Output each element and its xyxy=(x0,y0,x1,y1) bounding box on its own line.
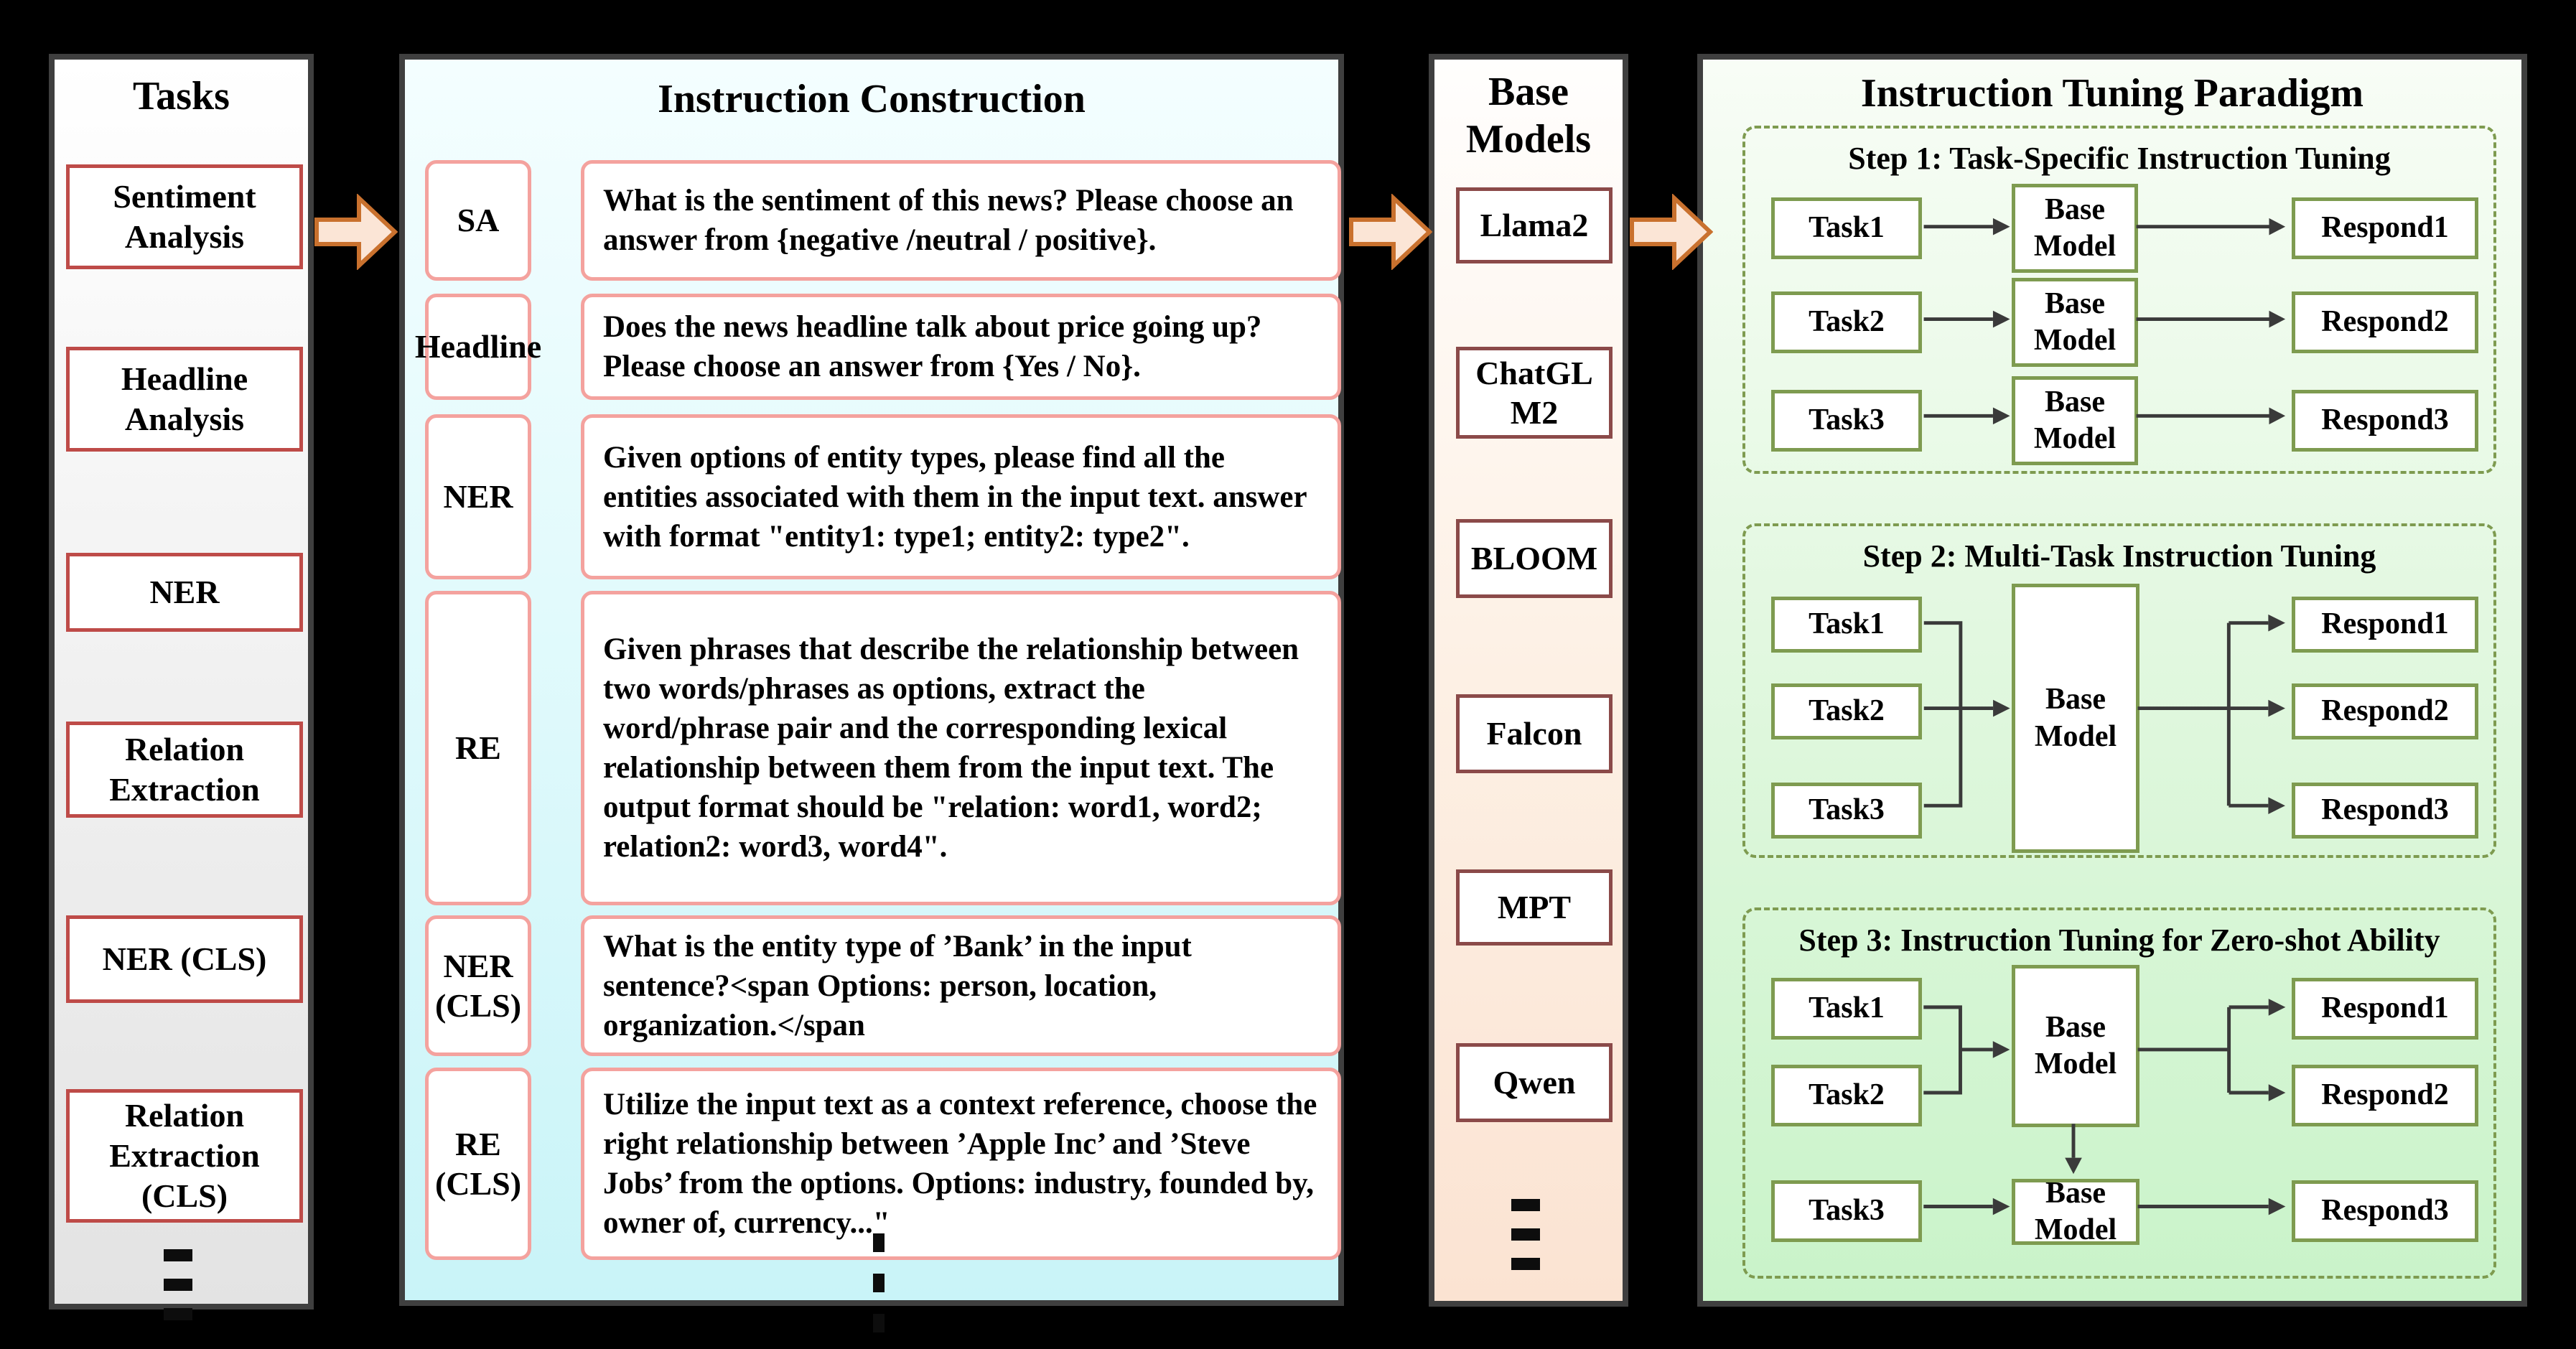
task-item-headline-analysis: Headline Analysis xyxy=(66,347,303,452)
step2-base-model-box: Base Model xyxy=(2012,584,2139,853)
step3-task2-box: Task2 xyxy=(1771,1065,1922,1126)
instruction-construction-panel: Instruction Construction SA What is the … xyxy=(399,54,1344,1332)
step3-task1-box: Task1 xyxy=(1771,978,1922,1040)
step2-respond1-box: Respond1 xyxy=(2292,597,2478,653)
ellipsis-icon xyxy=(873,1223,885,1343)
ic-label-sa: SA xyxy=(425,160,531,281)
model-box-chatglm2: ChatGLM2 xyxy=(1456,347,1613,439)
step3-respond3-box: Respond3 xyxy=(2292,1180,2478,1242)
step3-respond1-box: Respond1 xyxy=(2292,978,2478,1040)
step1-base-model-box-2: Base Model xyxy=(2012,278,2138,367)
step1-task2-box: Task2 xyxy=(1771,291,1922,353)
ic-label-ner-cls: NER (CLS) xyxy=(425,915,531,1056)
step2-respond2-box: Respond2 xyxy=(2292,683,2478,739)
model-box-qwen: Qwen xyxy=(1456,1043,1613,1122)
step-1-group: Step 1: Task-Specific Instruction Tuning… xyxy=(1742,126,2496,474)
step1-respond2-box: Respond2 xyxy=(2292,291,2478,353)
paradigm-panel-title: Instruction Tuning Paradigm xyxy=(1860,71,2364,116)
base-models-panel: Base Models Llama2 ChatGLM2 BLOOM Falcon… xyxy=(1429,54,1628,1307)
step1-base-model-box-1: Base Model xyxy=(2012,184,2138,273)
ic-label-re-cls: RE (CLS) xyxy=(425,1068,531,1260)
step2-task3-box: Task3 xyxy=(1771,783,1922,839)
flow-arrow-instructions-to-models-icon xyxy=(1349,193,1433,271)
step1-respond3-box: Respond3 xyxy=(2292,390,2478,452)
step3-base-model-box-bottom: Base Model xyxy=(2012,1177,2139,1246)
step1-task1-box: Task1 xyxy=(1771,197,1922,259)
step-2-title: Step 2: Multi-Task Instruction Tuning xyxy=(1862,538,2376,574)
model-box-bloom: BLOOM xyxy=(1456,519,1613,598)
paradigm-panel: Instruction Tuning Paradigm Step 1: Task… xyxy=(1697,54,2527,1307)
ic-label-headline: Headline xyxy=(415,294,541,400)
models-panel-title: Base Models xyxy=(1465,70,1592,162)
ic-label-re: RE xyxy=(425,591,531,905)
model-box-llama2: Llama2 xyxy=(1456,187,1613,263)
ic-instruction-ner-cls: What is the entity type of ’Bank’ in the… xyxy=(581,915,1341,1056)
step3-respond2-box: Respond2 xyxy=(2292,1065,2478,1126)
task-item-ner-cls: NER (CLS) xyxy=(66,915,303,1003)
step-3-title: Step 3: Instruction Tuning for Zero-shot… xyxy=(1798,923,2440,958)
task-item-sentiment-analysis: Sentiment Analysis xyxy=(66,164,303,269)
model-box-mpt: MPT xyxy=(1456,869,1613,946)
ic-instruction-sa: What is the sentiment of this news? Plea… xyxy=(581,160,1341,281)
step2-respond3-box: Respond3 xyxy=(2292,783,2478,839)
flow-arrow-models-to-paradigm-icon xyxy=(1630,193,1714,271)
task-item-relation-extraction-cls: Relation Extraction (CLS) xyxy=(66,1089,303,1223)
ic-panel-title: Instruction Construction xyxy=(658,77,1086,121)
step1-task3-box: Task3 xyxy=(1771,390,1922,452)
model-box-falcon: Falcon xyxy=(1456,694,1613,773)
tasks-panel-title: Tasks xyxy=(133,74,230,118)
task-item-ner: NER xyxy=(66,553,303,632)
step3-task3-box: Task3 xyxy=(1771,1180,1922,1242)
tasks-panel: Tasks Sentiment Analysis Headline Analys… xyxy=(49,54,314,1320)
ic-instruction-re: Given phrases that describe the relation… xyxy=(581,591,1341,905)
ic-instruction-headline: Does the news headline talk about price … xyxy=(581,294,1341,400)
step-3-group: Step 3: Instruction Tuning for Zero-shot… xyxy=(1742,907,2496,1279)
step2-task1-box: Task1 xyxy=(1771,597,1922,653)
step2-task2-box: Task2 xyxy=(1771,683,1922,739)
ic-instruction-ner: Given options of entity types, please fi… xyxy=(581,414,1341,579)
flow-arrow-tasks-to-instructions-icon xyxy=(314,193,398,271)
step-2-group: Step 2: Multi-Task Instruction Tuning Ta… xyxy=(1742,523,2496,858)
step3-base-model-box-top: Base Model xyxy=(2012,965,2139,1127)
ellipsis-icon xyxy=(164,1241,192,1329)
ic-label-ner: NER xyxy=(425,414,531,579)
task-item-relation-extraction: Relation Extraction xyxy=(66,722,303,818)
ic-instruction-re-cls: Utilize the input text as a context refe… xyxy=(581,1068,1341,1260)
step-1-title: Step 1: Task-Specific Instruction Tuning xyxy=(1848,141,2391,176)
step1-base-model-box-3: Base Model xyxy=(2012,376,2138,465)
ellipsis-icon xyxy=(1511,1190,1540,1279)
step1-respond1-box: Respond1 xyxy=(2292,197,2478,259)
